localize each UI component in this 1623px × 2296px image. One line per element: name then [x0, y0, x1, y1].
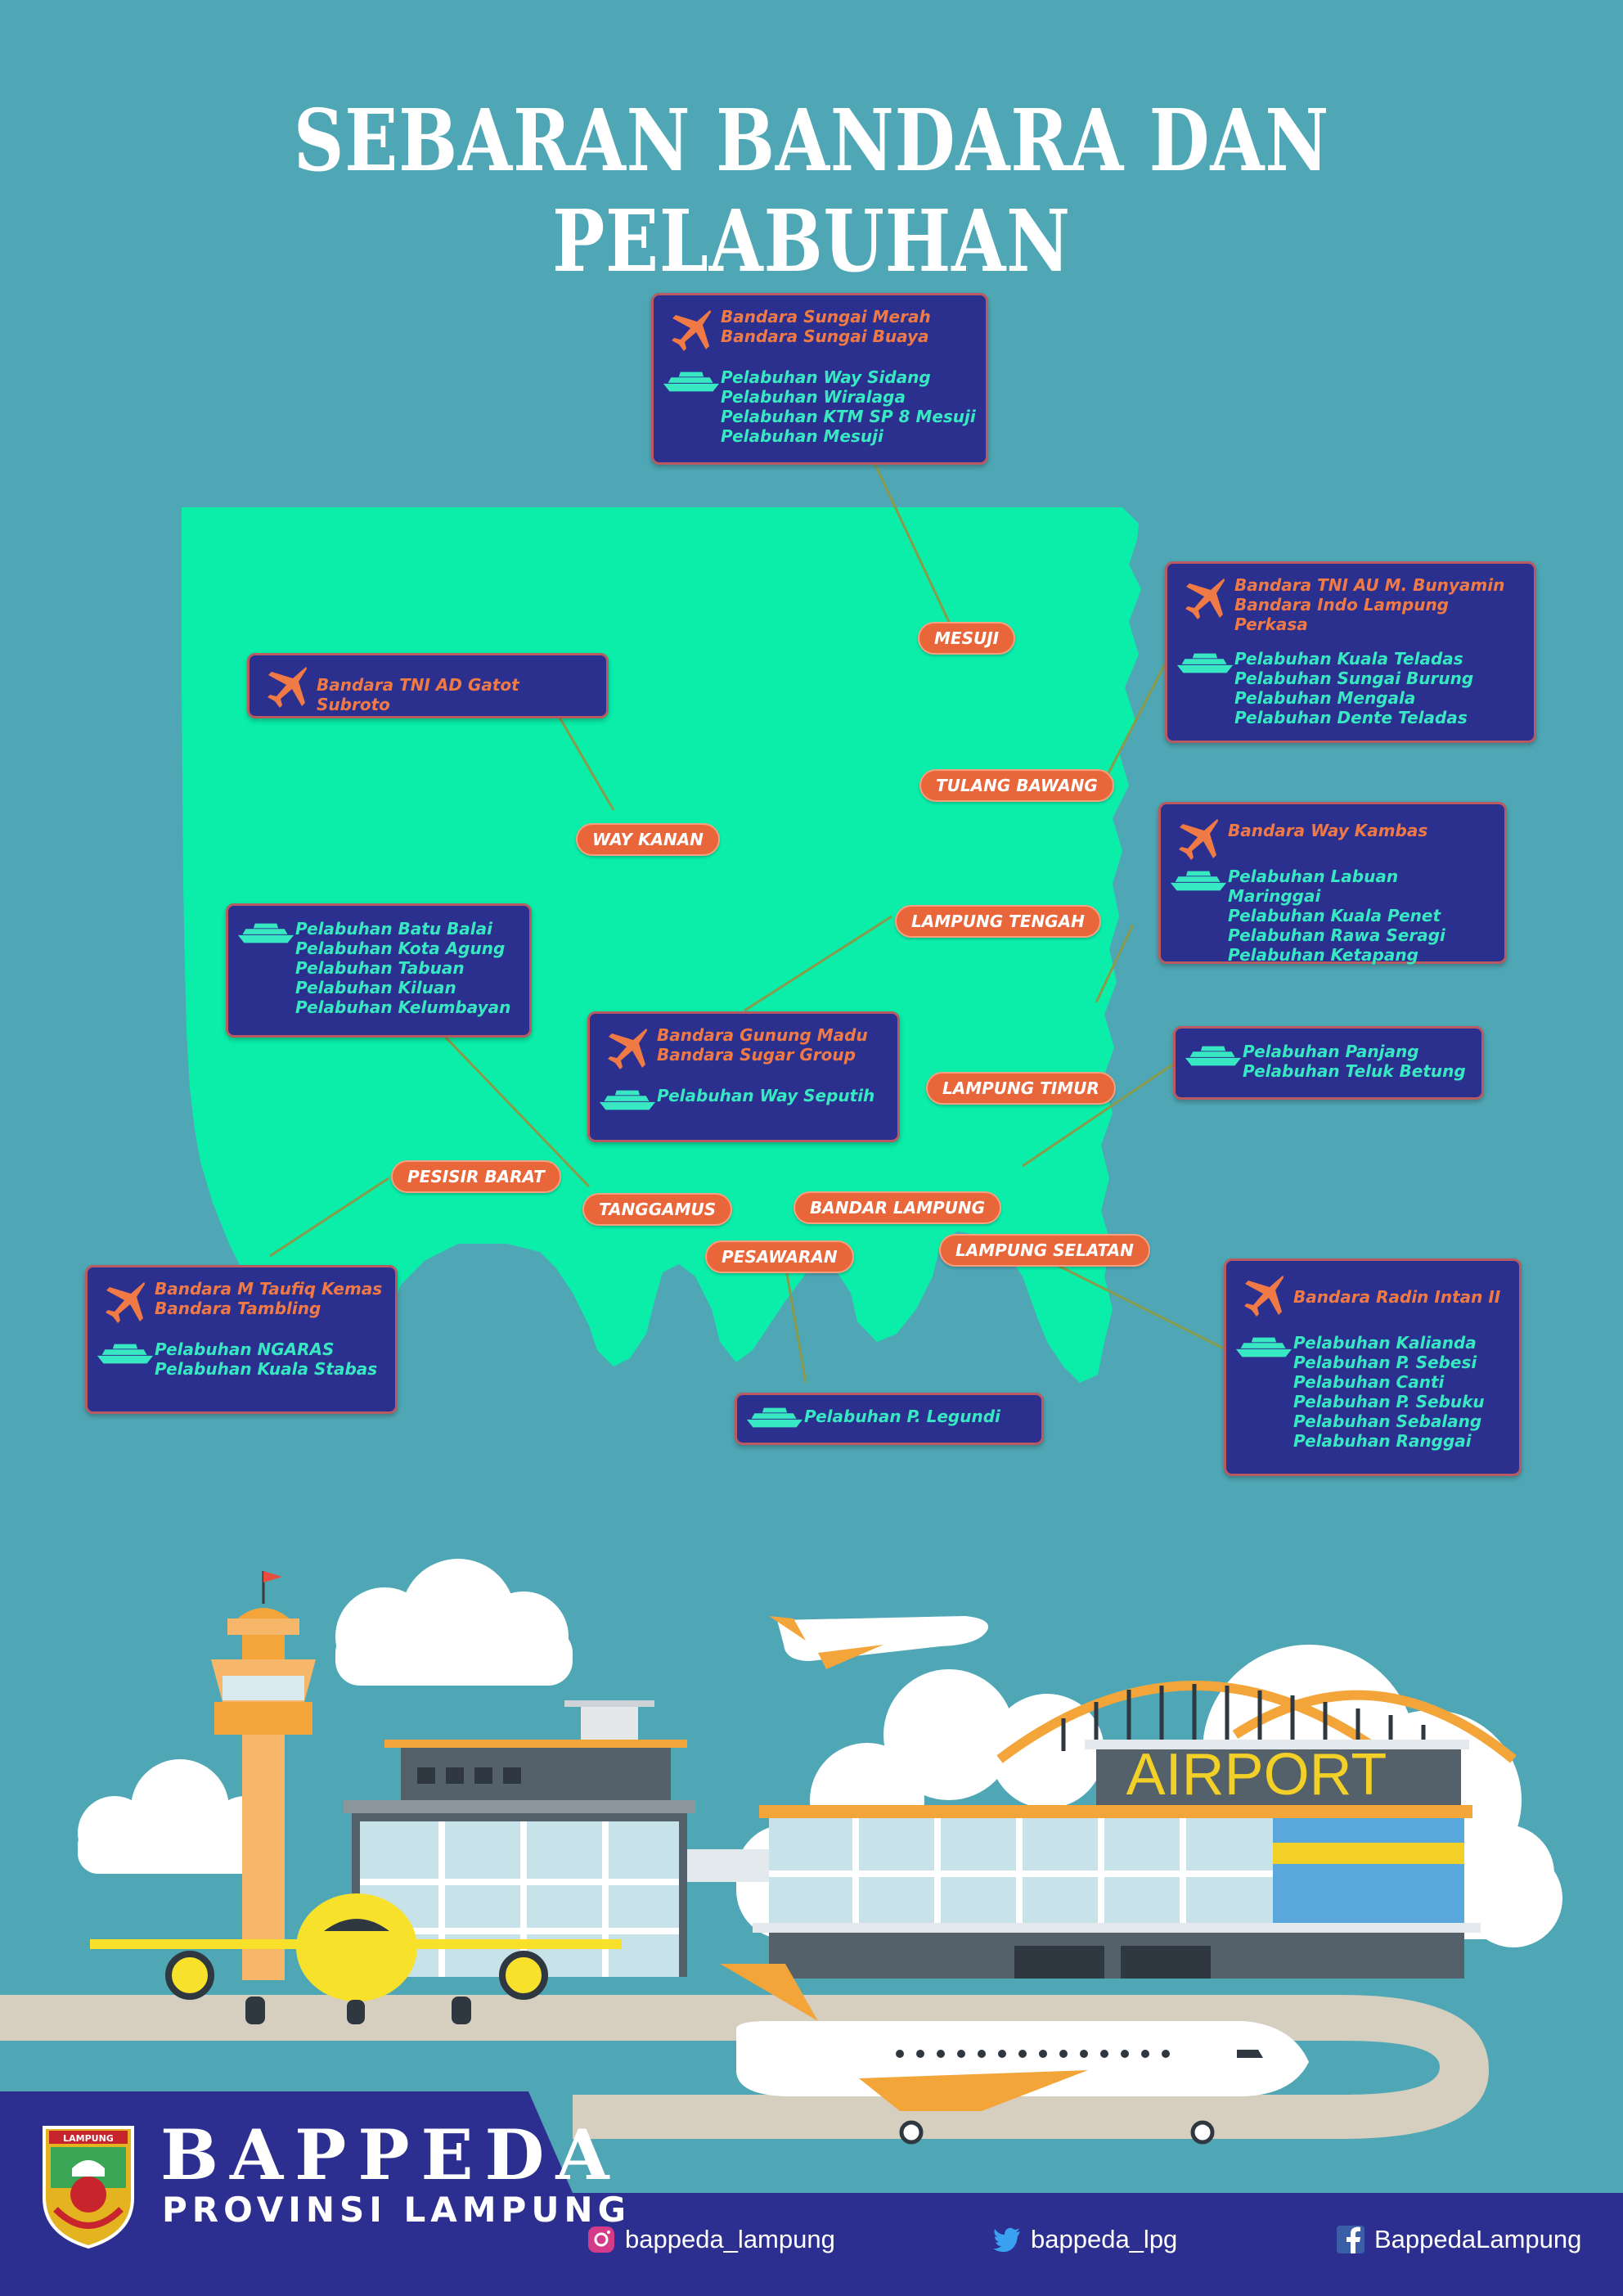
region-label-lampung-tengah: LAMPUNG TENGAH — [895, 905, 1101, 938]
airplane-icon — [1244, 1276, 1284, 1317]
airplane-icon — [106, 1282, 145, 1323]
region-label-lampung-selatan: LAMPUNG SELATAN — [939, 1234, 1150, 1267]
port-group: Pelabuhan Way Seputih — [598, 1086, 889, 1112]
airport-group: Bandara Way Kambas — [1169, 816, 1496, 862]
airport-group: Bandara Radin Intan II — [1234, 1272, 1511, 1318]
airplane-icon — [1179, 819, 1218, 860]
ship-icon — [1170, 871, 1227, 891]
ship-icon — [1185, 1046, 1242, 1066]
white-airplane — [720, 1964, 1309, 2145]
ship-icon — [97, 1344, 154, 1364]
ship-icon — [746, 1407, 803, 1428]
card-lampung-selatan: Bandara Radin Intan II Pelabuhan Kaliand… — [1224, 1258, 1522, 1476]
region-label-mesuji: MESUJI — [918, 622, 1016, 655]
airplane-icon — [1185, 579, 1225, 619]
airplane-icon — [672, 310, 711, 351]
region-label-way-kanan: WAY KANAN — [576, 823, 720, 856]
brand-name: BAPPEDA — [160, 2114, 621, 2195]
card-lampung-timur: Bandara Way Kambas Pelabuhan Labuan Mari… — [1158, 802, 1507, 965]
ship-icon — [237, 923, 294, 943]
region-label-lampung-timur: LAMPUNG TIMUR — [926, 1072, 1116, 1105]
facebook-handle: BappedaLampung — [1374, 2225, 1582, 2253]
card-pesawaran: Pelabuhan P. Legundi — [735, 1393, 1044, 1445]
region-label-bandar-lampung: BANDAR LAMPUNG — [794, 1191, 1002, 1224]
flying-airplane — [769, 1616, 989, 1669]
instagram-handle: bappeda_lampung — [625, 2225, 835, 2253]
facebook-icon — [1337, 2226, 1364, 2253]
instagram-link[interactable]: bappeda_lampung — [586, 2224, 835, 2255]
port-group: Pelabuhan P. Legundi — [745, 1403, 1033, 1429]
brand-subtitle: PROVINSI LAMPUNG — [162, 2190, 632, 2230]
twitter-icon — [993, 2227, 1020, 2253]
card-way-kanan: Bandara TNI AD Gatot Subroto — [247, 653, 609, 718]
region-label-pesawaran: PESAWARAN — [705, 1240, 854, 1273]
ship-icon — [1176, 653, 1234, 673]
twitter-handle: bappeda_lpg — [1031, 2225, 1178, 2253]
ship-icon — [599, 1090, 656, 1110]
page-title: SEBARAN BANDARA DAN PELABUHAN — [293, 90, 1330, 291]
airport-sign: AIRPORT — [1126, 1742, 1387, 1808]
airplane-icon — [268, 667, 307, 708]
facebook-link[interactable]: BappedaLampung — [1335, 2224, 1581, 2255]
emblem-text: LAMPUNG — [63, 2133, 114, 2144]
ship-icon — [663, 371, 720, 392]
region-label-pesisir-barat: PESISIR BARAT — [391, 1160, 561, 1193]
lampung-emblem: LAMPUNG — [43, 2126, 134, 2249]
airport-group: Bandara TNI AD Gatot Subroto — [258, 664, 598, 714]
airplane-icon — [608, 1029, 647, 1069]
twitter-link[interactable]: bappeda_lpg — [991, 2224, 1177, 2255]
main-terminal — [753, 1681, 1517, 1979]
yellow-airplane — [90, 1893, 622, 2024]
ship-icon — [1235, 1337, 1293, 1357]
region-label-tanggamus: TANGGAMUS — [582, 1193, 733, 1226]
instagram-icon — [588, 2226, 614, 2253]
region-label-tulang-bawang: TULANG BAWANG — [919, 769, 1114, 802]
connector-lines — [269, 464, 1228, 1384]
